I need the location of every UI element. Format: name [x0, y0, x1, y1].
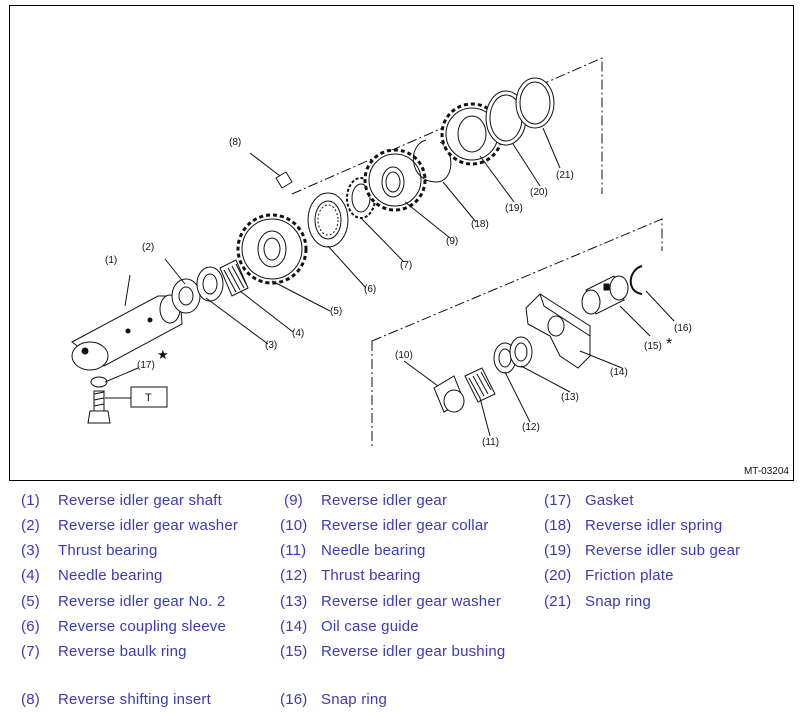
legend-name: Thrust bearing: [321, 567, 421, 584]
legend-number: (19): [544, 542, 572, 559]
legend-number: (8): [21, 691, 40, 708]
legend-number: (10): [280, 517, 308, 534]
legend-name: Reverse idler gear washer: [58, 517, 239, 534]
needle-bearing-11: [464, 367, 496, 403]
callout-14: (14): [610, 367, 628, 378]
legend-name: Reverse idler gear No. 2: [58, 593, 226, 610]
callout-12: (12): [522, 422, 540, 433]
callout-19: (19): [505, 203, 523, 214]
phantom-line-lower: [371, 218, 663, 446]
callout-4: (4): [292, 328, 304, 339]
callout-18: (18): [471, 219, 489, 230]
legend-name: Reverse idler gear shaft: [58, 492, 223, 509]
legend-number: (21): [544, 593, 572, 610]
legend-name: Thrust bearing: [58, 542, 158, 559]
callout-1: (1): [105, 255, 117, 266]
snap-ring-16: [629, 265, 643, 295]
reverse-idler-gear-washer-13: [509, 336, 533, 368]
legend-number: (6): [21, 618, 40, 635]
legend-number: (4): [21, 567, 40, 584]
reverse-idler-sub-gear: [440, 102, 504, 166]
callout-8: (8): [229, 137, 241, 148]
legend-number: (15): [280, 643, 308, 660]
callout-11: (11): [482, 437, 499, 448]
torque-mark: T: [145, 392, 152, 404]
legend-number: (11): [280, 542, 307, 559]
needle-bearing-4: [219, 259, 249, 297]
callout-3: (3): [265, 340, 277, 351]
figure-id: MT-03204: [743, 466, 789, 477]
star-mark: ★: [157, 347, 169, 362]
legend-number: (9): [284, 492, 303, 509]
legend-name: Reverse idler spring: [585, 517, 723, 534]
reverse-idler-gear-washer: [171, 278, 201, 314]
thrust-bearing-3: [196, 266, 224, 302]
legend-name: Needle bearing: [58, 567, 163, 584]
reverse-idler-gear-no-2: [236, 213, 308, 285]
legend-number: (17): [544, 492, 572, 509]
reverse-idler-gear: [363, 148, 427, 212]
legend-name: Reverse idler gear washer: [321, 593, 502, 610]
oil-case-guide: [525, 293, 591, 369]
reverse-idler-gear-bushing: [581, 275, 629, 315]
callout-21: (21): [556, 170, 574, 181]
legend-name: Reverse idler sub gear: [585, 542, 741, 559]
callout-9: (9): [446, 236, 458, 247]
callout-6: (6): [364, 284, 376, 295]
callout-labels: (1) (2) (3) (4) (5) (6) (7) (8) (9) (10)…: [105, 137, 692, 448]
legend-name: Reverse idler gear collar: [321, 517, 489, 534]
legend-name: Snap ring: [321, 691, 388, 708]
reverse-idler-gear-collar: [433, 375, 465, 413]
legend-name: Gasket: [585, 492, 634, 509]
asterisk-mark: *: [666, 336, 672, 353]
legend-name: Friction plate: [585, 567, 674, 584]
callout-20: (20): [530, 187, 548, 198]
callout-10: (10): [395, 350, 413, 361]
callout-7: (7): [400, 260, 412, 271]
snap-ring-21: [515, 77, 555, 129]
legend-number: (16): [280, 691, 308, 708]
legend-name: Needle bearing: [321, 542, 426, 559]
legend-number: (1): [21, 492, 40, 509]
legend-name: Reverse idler gear bushing: [321, 643, 506, 660]
callout-17: (17): [137, 360, 155, 371]
legend-number: (2): [21, 517, 40, 534]
callout-13: (13): [561, 392, 579, 403]
legend-name: Reverse coupling sleeve: [58, 618, 227, 635]
callout-15: (15): [644, 341, 662, 352]
legend-name: Oil case guide: [321, 618, 419, 635]
torque-box: [130, 386, 168, 408]
legend-name: Snap ring: [585, 593, 652, 610]
legend-name: Reverse shifting insert: [58, 691, 211, 708]
bolt: [87, 376, 111, 424]
reverse-coupling-sleeve: [307, 192, 349, 248]
legend-number: (12): [280, 567, 308, 584]
callout-5: (5): [330, 306, 342, 317]
legend-number: (20): [544, 567, 572, 584]
legend-number: (3): [21, 542, 40, 559]
legend-number: (5): [21, 593, 40, 610]
legend-number: (14): [280, 618, 308, 635]
callout-16: (16): [674, 323, 692, 334]
callout-2: (2): [142, 242, 154, 253]
legend-name: Reverse idler gear: [321, 492, 448, 509]
diagram-drawing: (1) (2) (3) (4) (5) (6) (7) (8) (9) (10)…: [71, 57, 692, 448]
legend-number: (18): [544, 517, 572, 534]
legend-number: (13): [280, 593, 308, 610]
legend-number: (7): [21, 643, 40, 660]
exploded-parts-diagram: (1) (2) (3) (4) (5) (6) (7) (8) (9) (10)…: [9, 5, 794, 481]
legend-name: Reverse baulk ring: [58, 643, 187, 660]
